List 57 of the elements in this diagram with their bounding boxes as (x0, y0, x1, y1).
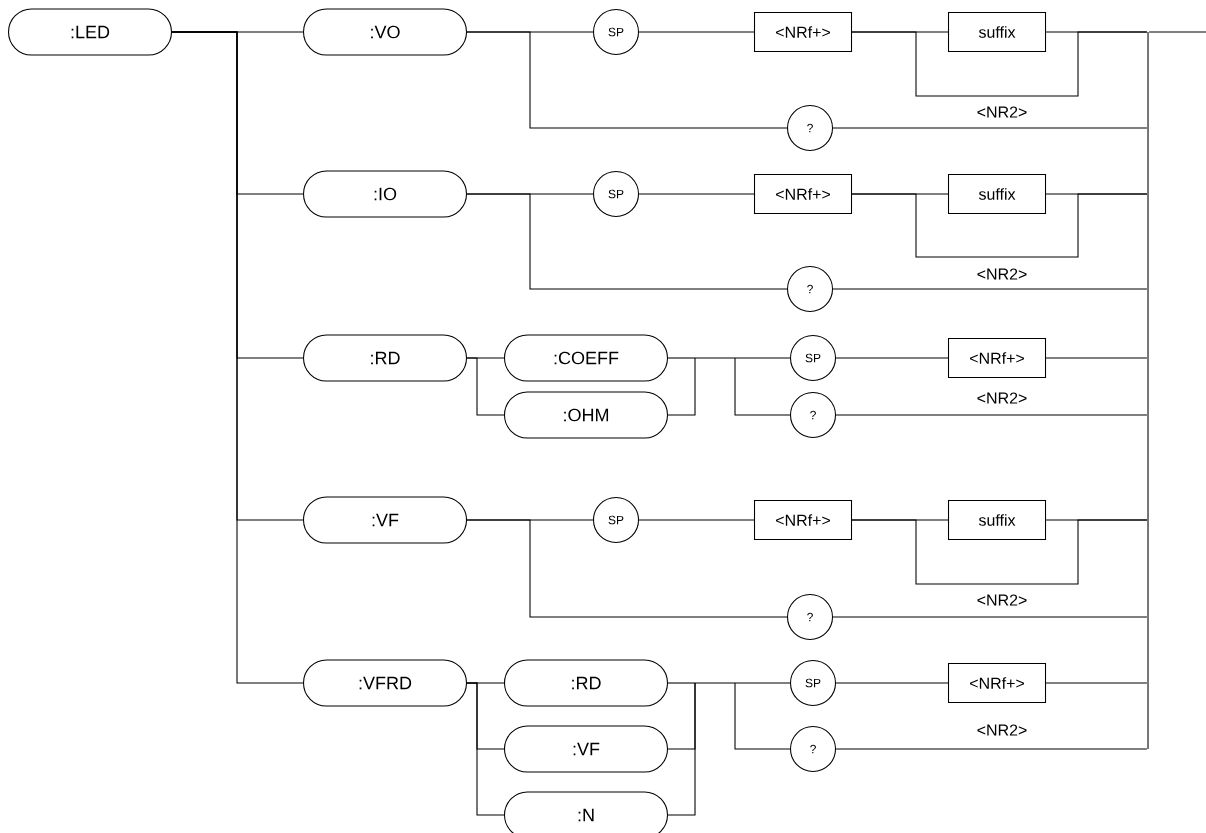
label-text: <NR2> (977, 724, 1027, 736)
command-pill: :OHM (503, 391, 669, 439)
parameter-box: <NRf+> (947, 337, 1047, 379)
track-line (466, 31, 788, 129)
command-pill: :N (503, 791, 669, 833)
track-line (832, 616, 1148, 618)
track-line (835, 748, 1148, 750)
command-pill: :VFRD (302, 659, 468, 707)
track-line (1045, 31, 1148, 33)
label-text: <NR2> (977, 106, 1027, 118)
track-line (638, 519, 755, 521)
track-line (1148, 31, 1206, 33)
command-pill: :VF (302, 496, 468, 544)
track-line (466, 519, 788, 618)
command-pill: :COEFF (503, 334, 669, 382)
track-line (638, 31, 755, 33)
track-line (1045, 682, 1148, 684)
track-line (734, 682, 791, 750)
track-line (734, 357, 791, 416)
track-line (466, 193, 788, 290)
command-pill: :RD (503, 659, 669, 707)
track-line (667, 357, 696, 359)
track-line (734, 682, 791, 684)
track-line (832, 288, 1148, 290)
track-line (734, 357, 791, 359)
track-line (1045, 193, 1148, 195)
track-line (171, 31, 304, 684)
track-line (667, 682, 696, 816)
track-line (832, 127, 1148, 129)
track-line (667, 682, 696, 684)
command-pill: :RD (302, 334, 468, 382)
label-text: <NR2> (977, 392, 1027, 404)
parameter-box: <NRf+> (753, 11, 853, 53)
track-line (466, 682, 505, 816)
track-line (835, 682, 949, 684)
label-text: <NR2> (977, 594, 1027, 606)
command-pill: :VF (503, 725, 669, 773)
parameter-box: <NRf+> (753, 499, 853, 541)
bus-line (1147, 32, 1149, 749)
track-line (694, 682, 736, 684)
parameter-box: <NRf+> (753, 173, 853, 215)
track-line (466, 357, 505, 416)
parameter-box: <NRf+> (947, 662, 1047, 704)
track-line (638, 193, 755, 195)
track-line (667, 357, 696, 416)
track-line (694, 357, 736, 359)
parameter-box: suffix (947, 11, 1047, 53)
parameter-box: suffix (947, 499, 1047, 541)
label-text: <NR2> (977, 268, 1027, 280)
track-line (835, 414, 1148, 416)
track-line (1045, 519, 1148, 521)
track-line (1045, 357, 1148, 359)
parameter-box: suffix (947, 173, 1047, 215)
command-pill: :VO (302, 8, 468, 56)
command-pill: :LED (7, 8, 173, 56)
command-pill: :IO (302, 170, 468, 218)
track-line (835, 357, 949, 359)
